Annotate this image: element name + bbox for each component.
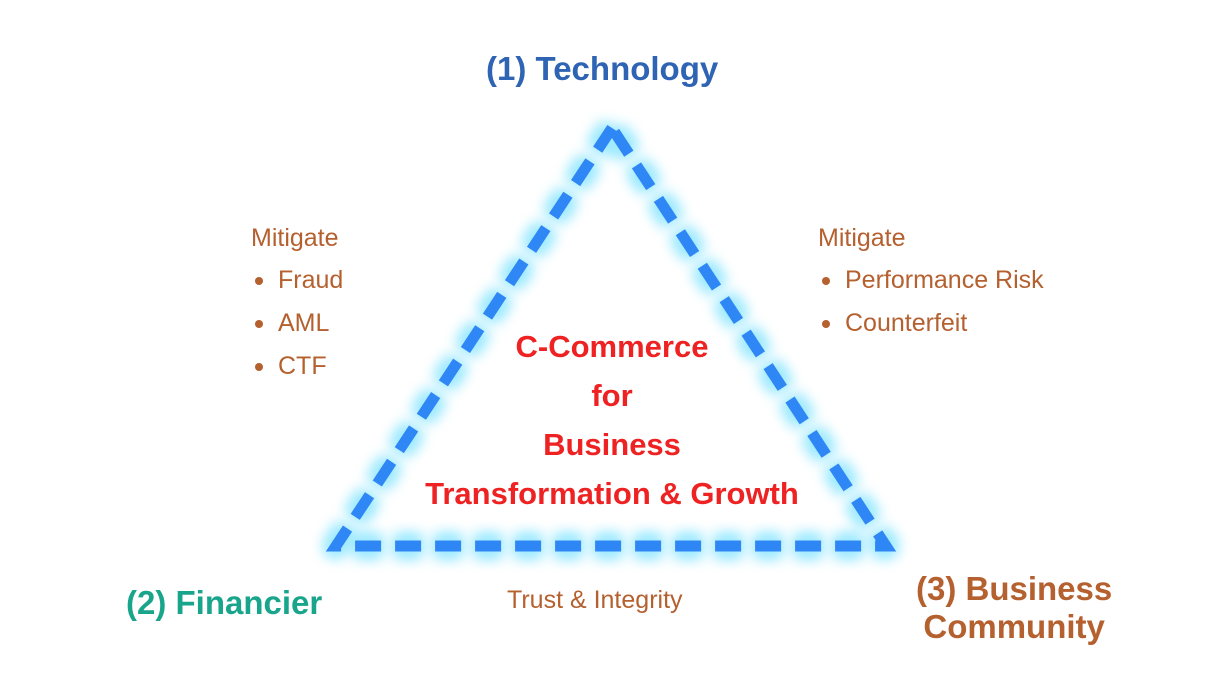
right-mitigate-item-label: Performance Risk xyxy=(845,266,1044,294)
left-mitigate-block: Mitigate Fraud AML CTF xyxy=(251,217,343,388)
bullet-icon xyxy=(822,319,830,328)
left-mitigate-item: CTF xyxy=(251,345,343,388)
left-mitigate-item-label: Fraud xyxy=(278,266,344,294)
vertex-label-technology: (1) Technology xyxy=(486,50,719,87)
center-heading-line: Business xyxy=(543,427,681,462)
right-mitigate-block: Mitigate Performance Risk Counterfeit xyxy=(818,217,1044,345)
left-mitigate-title: Mitigate xyxy=(251,224,339,252)
vertex-label-financier: (2) Financier xyxy=(126,584,323,621)
bullet-icon xyxy=(255,362,263,371)
vertex-label-business-line2: Community xyxy=(923,608,1105,645)
triangle-outline xyxy=(325,117,897,552)
center-heading-line: Transformation & Growth xyxy=(425,476,799,511)
center-heading: C-Commerce for Business Transformation &… xyxy=(380,322,844,518)
center-heading-line: C-Commerce xyxy=(515,329,709,364)
right-mitigate-list: Performance Risk Counterfeit xyxy=(818,259,1044,345)
bullet-icon xyxy=(255,319,263,328)
left-mitigate-item: AML xyxy=(251,302,343,345)
right-mitigate-title: Mitigate xyxy=(818,224,906,252)
trust-integrity-label: Trust & Integrity xyxy=(507,586,683,614)
left-mitigate-item: Fraud xyxy=(251,259,343,302)
vertex-label-business-line1: (3) Business xyxy=(916,570,1113,607)
right-mitigate-item: Performance Risk xyxy=(818,259,1044,302)
center-heading-line: for xyxy=(591,378,633,413)
bullet-icon xyxy=(255,276,263,285)
right-mitigate-item: Counterfeit xyxy=(818,302,1044,345)
left-mitigate-list: Fraud AML CTF xyxy=(251,259,343,388)
bullet-icon xyxy=(822,276,830,285)
right-mitigate-item-label: Counterfeit xyxy=(845,309,968,337)
left-mitigate-item-label: CTF xyxy=(278,352,327,380)
left-mitigate-item-label: AML xyxy=(278,309,330,337)
vertex-label-business-community: (3) Business Community xyxy=(916,570,1112,646)
